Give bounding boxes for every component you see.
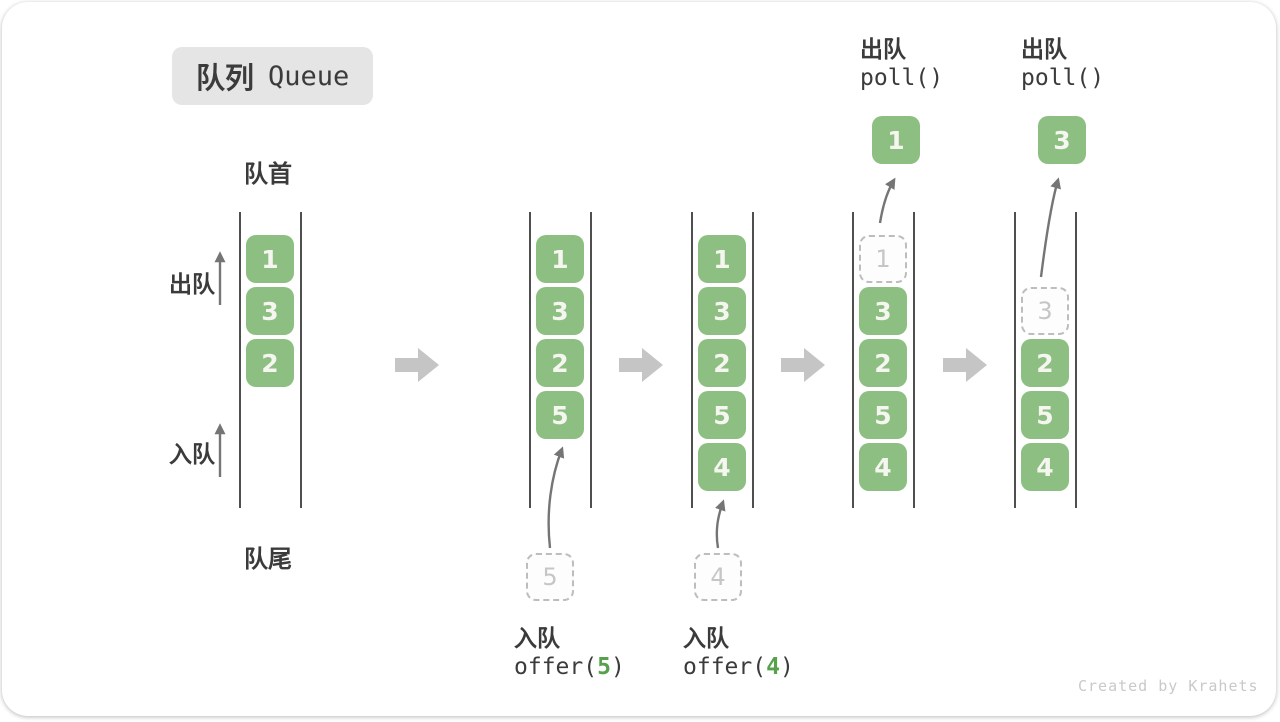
poll-1-action-label: 出队 <box>860 36 906 62</box>
queue-wall <box>752 212 754 508</box>
offer-4-arrow-icon <box>715 499 726 549</box>
queue-wall <box>852 212 854 508</box>
code-close: ) <box>610 654 625 680</box>
flow-arrow-icon <box>781 345 825 385</box>
queue-front-label: 队首 <box>244 161 292 188</box>
queue-wall <box>691 212 693 508</box>
offer-5-arrow-icon <box>547 446 565 549</box>
queue-cell-solid: 2 <box>536 339 584 387</box>
poll-3-arrow-icon <box>1039 177 1061 278</box>
offer-5-code-label: offer(5) <box>514 654 625 680</box>
code-fn: offer( <box>514 654 598 680</box>
queue-cell-solid: 2 <box>246 339 294 387</box>
offer-4-code-label: offer(4) <box>683 654 794 680</box>
queue-wall <box>300 212 302 508</box>
offer-5-action-label: 入队 <box>514 625 560 651</box>
flow-arrow-icon <box>943 345 987 385</box>
queue-cell-solid: 3 <box>859 287 907 335</box>
poll-3-code-label: poll() <box>1021 65 1105 91</box>
code-close: ) <box>779 654 794 680</box>
poll-1-code-label: poll() <box>860 65 944 91</box>
offer-4-action-label: 入队 <box>683 625 729 651</box>
pending-value-cell: 5 <box>526 553 574 601</box>
queue-wall <box>913 212 915 508</box>
title-zh: 队列 <box>196 63 255 95</box>
queue-cell-solid: 3 <box>698 287 746 335</box>
queue-cell-ghost: 1 <box>859 235 907 283</box>
queue-cell-solid: 2 <box>1021 339 1069 387</box>
queue-cell-solid: 5 <box>536 391 584 439</box>
queue-cell-solid: 3 <box>536 287 584 335</box>
queue-cell-solid: 5 <box>698 391 746 439</box>
flow-arrow-icon <box>395 345 439 385</box>
code-arg: 5 <box>597 654 611 680</box>
queue-wall <box>529 212 531 508</box>
title-en: Queue <box>268 60 350 92</box>
queue-wall <box>1014 212 1016 508</box>
enqueue-side-label: 入队 <box>169 441 215 467</box>
queue-cell-solid: 3 <box>246 287 294 335</box>
poll-1-arrow-icon <box>878 177 896 224</box>
poll-3-action-label: 出队 <box>1021 36 1067 62</box>
queue-cell-solid: 4 <box>698 443 746 491</box>
queue-wall <box>1075 212 1077 508</box>
code-fn: offer( <box>683 654 767 680</box>
queue-cell-solid: 5 <box>859 391 907 439</box>
queue-cell-solid: 1 <box>536 235 584 283</box>
title-badge: 队列 Queue <box>172 47 374 105</box>
queue-cell-solid: 2 <box>698 339 746 387</box>
queue-rear-label: 队尾 <box>244 546 292 573</box>
queue-cell-solid: 1 <box>246 235 294 283</box>
queue-cell-solid: 2 <box>859 339 907 387</box>
queue-wall <box>590 212 592 508</box>
dequeue-side-label: 出队 <box>169 271 215 297</box>
queue-wall <box>239 212 241 508</box>
flow-arrow-icon <box>619 345 663 385</box>
queue-cell-solid: 1 <box>698 235 746 283</box>
queue-cell-solid: 5 <box>1021 391 1069 439</box>
queue-cell-ghost: 3 <box>1021 287 1069 335</box>
credit-text: Created by Krahets <box>1078 677 1259 695</box>
pending-value-cell: 4 <box>694 553 742 601</box>
queue-cell-solid: 4 <box>1021 443 1069 491</box>
queue-cell-solid: 4 <box>859 443 907 491</box>
polled-value-cell: 3 <box>1038 116 1086 164</box>
code-arg: 4 <box>766 654 780 680</box>
polled-value-cell: 1 <box>872 116 920 164</box>
